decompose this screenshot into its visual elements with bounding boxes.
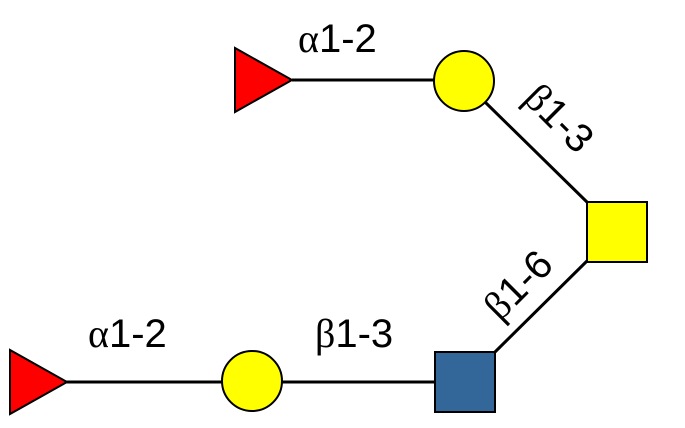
- galnac-square-root: [586, 201, 648, 263]
- fucose-triangle-bottom: [9, 348, 70, 416]
- link-label-beta1-6: β1-6: [475, 241, 562, 328]
- edge-top-gal-galnac: [483, 100, 592, 207]
- link-label-top-beta1-3: β1-3: [516, 75, 603, 162]
- fucose-triangle-top: [234, 46, 295, 114]
- link-label-top-alpha1-2: α1-2: [298, 16, 377, 61]
- galactose-circle-top: [433, 50, 495, 112]
- glcnac-square: [434, 351, 496, 413]
- link-label-bottom-beta1-3: β1-3: [315, 311, 393, 356]
- galactose-circle-bottom: [221, 350, 283, 412]
- edge-glcnac-galnac: [491, 256, 592, 356]
- link-label-bottom-alpha1-2: α1-2: [88, 311, 167, 356]
